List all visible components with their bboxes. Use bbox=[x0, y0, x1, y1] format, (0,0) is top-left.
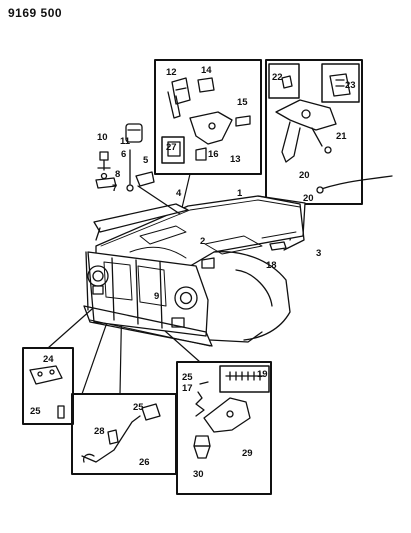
bumper-3-icon bbox=[269, 241, 287, 251]
callout-9: 9 bbox=[154, 291, 159, 302]
prop-bracket-24-icon bbox=[29, 365, 65, 419]
callout-26: 26 bbox=[139, 457, 150, 468]
callout-5: 5 bbox=[143, 155, 149, 166]
callout-labels: 1 2 3 4 5 6 7 8 9 10 11 12 13 14 15 16 1… bbox=[30, 65, 356, 480]
callout-15: 15 bbox=[237, 97, 248, 108]
callout-25-latch: 25 bbox=[182, 372, 193, 383]
callout-2: 2 bbox=[200, 236, 205, 247]
callout-28: 28 bbox=[94, 426, 105, 437]
diagram-code: 9169 500 bbox=[8, 6, 63, 20]
vehicle-body bbox=[83, 195, 306, 347]
prop-rod-26-icon bbox=[81, 403, 161, 463]
hinge-assembly-icon bbox=[167, 77, 251, 161]
callout-25-rod: 25 bbox=[133, 402, 144, 413]
callout-29: 29 bbox=[242, 448, 253, 459]
callout-16: 16 bbox=[208, 149, 219, 160]
callout-1: 1 bbox=[237, 188, 243, 199]
callout-17: 17 bbox=[182, 383, 193, 394]
callout-27: 27 bbox=[166, 142, 177, 153]
callout-4: 4 bbox=[176, 188, 182, 199]
stop-6-icon bbox=[126, 149, 134, 192]
callout-20-upper: 20 bbox=[299, 170, 310, 181]
callout-23: 23 bbox=[345, 80, 356, 91]
callout-10: 10 bbox=[97, 132, 108, 143]
callout-11: 11 bbox=[120, 136, 131, 147]
callout-21: 21 bbox=[336, 131, 347, 142]
bumper-11-icon bbox=[125, 123, 143, 143]
callout-24: 24 bbox=[43, 354, 54, 365]
callout-25-bracket: 25 bbox=[30, 406, 41, 417]
callout-30: 30 bbox=[193, 469, 204, 480]
callout-7: 7 bbox=[112, 183, 117, 194]
bracket-5-icon bbox=[135, 171, 155, 187]
callout-22: 22 bbox=[272, 72, 283, 83]
callout-12: 12 bbox=[166, 67, 177, 78]
callout-6: 6 bbox=[121, 149, 126, 160]
detail-box-latch-lever bbox=[265, 59, 363, 205]
callout-20-lower: 20 bbox=[303, 193, 314, 204]
callout-8: 8 bbox=[115, 169, 120, 180]
detail-box-hinge bbox=[154, 59, 262, 175]
callout-13: 13 bbox=[230, 154, 241, 165]
detail-box-latch-spring bbox=[176, 361, 272, 495]
hood-prop-bar bbox=[93, 185, 189, 241]
latch-spring-icon bbox=[193, 371, 265, 459]
latch-striker-2-icon bbox=[201, 257, 215, 269]
bolt-10-icon bbox=[97, 151, 111, 171]
callout-14: 14 bbox=[201, 65, 212, 76]
retainer-7-8-icon bbox=[95, 172, 117, 189]
release-lever-icon bbox=[275, 73, 393, 194]
callout-18: 18 bbox=[266, 260, 277, 271]
callout-19: 19 bbox=[257, 369, 268, 380]
callout-3: 3 bbox=[316, 248, 321, 259]
